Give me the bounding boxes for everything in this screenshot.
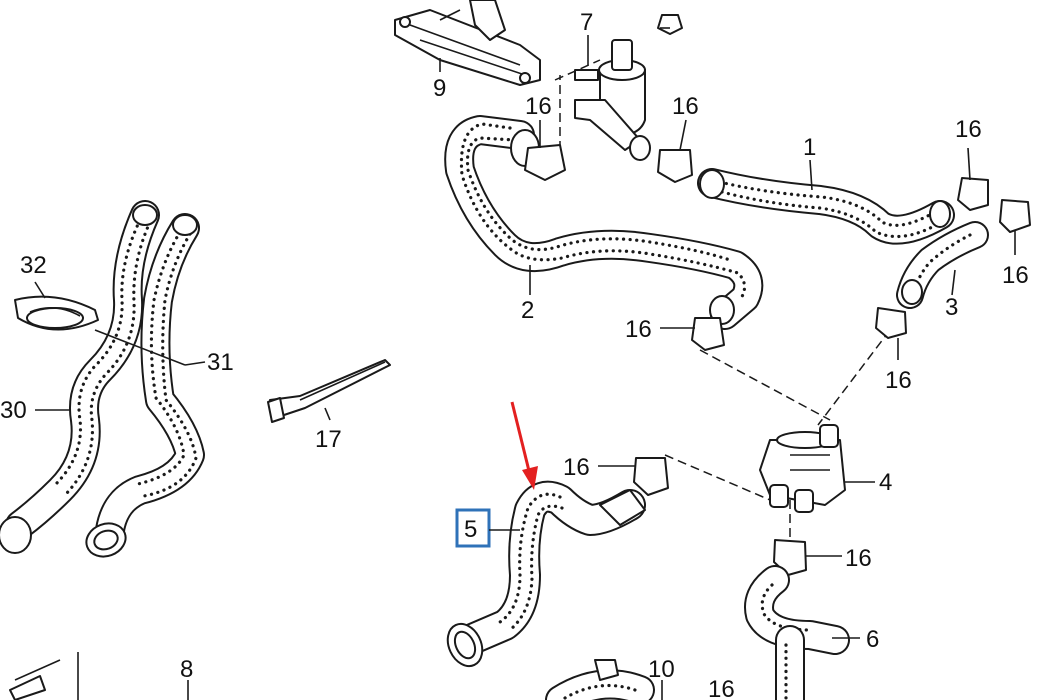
callout-10: 10 xyxy=(648,656,675,683)
bracket-9 xyxy=(394,0,541,86)
callout-30: 30 xyxy=(0,397,27,424)
part-8-area xyxy=(9,652,79,700)
hose-2 xyxy=(444,115,764,330)
callout-17: 17 xyxy=(315,426,342,453)
callout-8: 8 xyxy=(180,656,193,683)
clamp-16-e xyxy=(691,317,725,351)
callout-7: 7 xyxy=(580,9,593,36)
callout-32: 32 xyxy=(20,252,47,279)
clamp-16-c xyxy=(957,177,989,211)
hose-3 xyxy=(896,221,989,309)
callout-9: 9 xyxy=(433,75,446,102)
hose-5 xyxy=(446,480,646,668)
callout-2: 2 xyxy=(521,297,534,324)
hose-30 xyxy=(5,200,160,540)
hose-1 xyxy=(697,168,955,245)
callout-16-a: 16 xyxy=(525,93,552,120)
hose-6 xyxy=(744,565,850,700)
highlight-arrow xyxy=(510,401,538,490)
callout-1: 1 xyxy=(803,134,816,161)
clamp-16-a xyxy=(524,144,566,181)
callout-16-g: 16 xyxy=(563,454,590,481)
grommet-32 xyxy=(14,295,99,331)
callout-16-e: 16 xyxy=(625,316,652,343)
clamp-16-g xyxy=(633,457,669,496)
leader-lines xyxy=(34,27,1016,700)
clamp-16-d xyxy=(999,199,1031,233)
clamps-16 xyxy=(524,144,1031,576)
clamp-16-f xyxy=(875,307,907,339)
assembly-lines xyxy=(554,59,891,545)
callout-5: 5 xyxy=(464,516,477,543)
callout-16-d: 16 xyxy=(1002,262,1029,289)
highlight-box xyxy=(455,508,491,548)
callout-16-f: 16 xyxy=(885,367,912,394)
callout-31: 31 xyxy=(207,349,234,376)
callout-16-b: 16 xyxy=(672,93,699,120)
clamp-16-h xyxy=(773,539,807,576)
callout-6: 6 xyxy=(866,626,879,653)
hose-31 xyxy=(95,213,205,545)
callouts: 7 9 16 16 1 16 16 2 3 16 16 16 4 5 16 6 … xyxy=(0,9,1029,700)
valve-7 xyxy=(574,39,651,161)
bolt-top xyxy=(657,14,683,35)
hose-ends-left xyxy=(0,204,198,558)
hose-10 xyxy=(545,659,655,700)
callout-16-i: 16 xyxy=(708,676,735,700)
callout-16-h: 16 xyxy=(845,545,872,572)
callout-3: 3 xyxy=(945,294,958,321)
clamp-16-b xyxy=(657,149,693,183)
callout-4: 4 xyxy=(879,469,892,496)
cable-tie-17 xyxy=(267,359,391,423)
connector-4 xyxy=(759,424,846,513)
callout-16-c: 16 xyxy=(955,116,982,143)
